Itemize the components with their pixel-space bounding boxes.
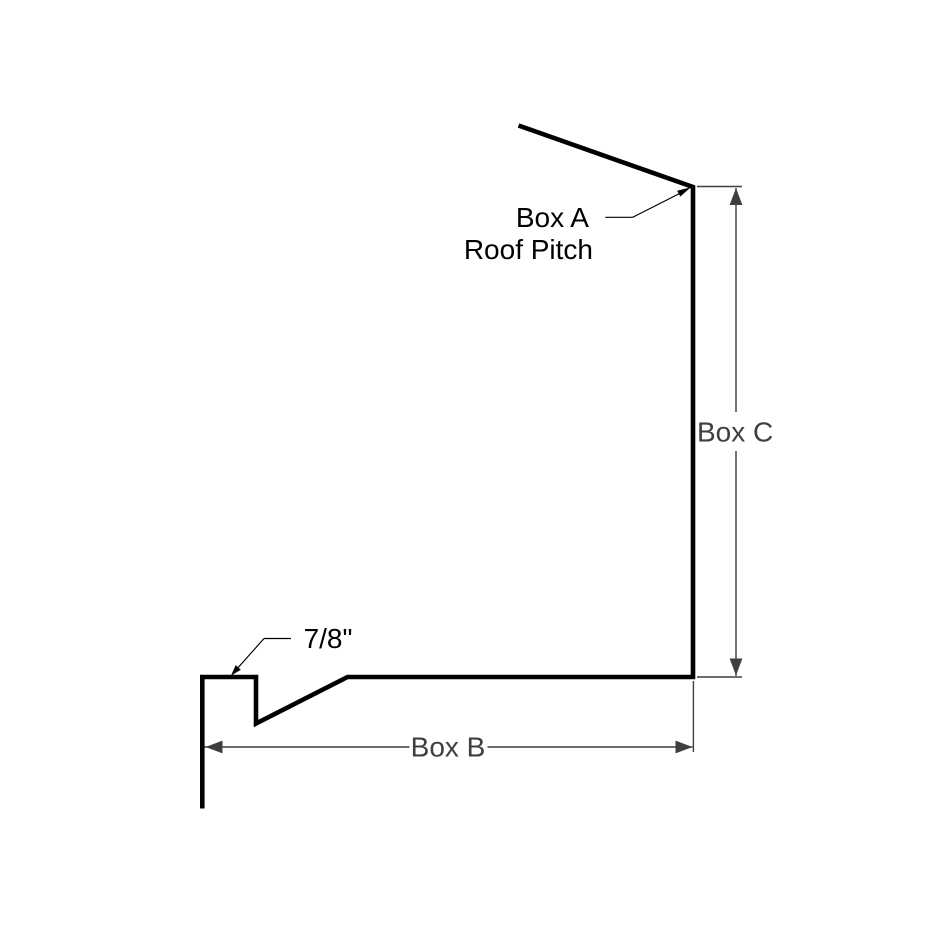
- svg-text:Box C: Box C: [697, 417, 773, 448]
- svg-text:Box A: Box A: [516, 202, 589, 233]
- svg-text:Roof Pitch: Roof Pitch: [464, 234, 593, 265]
- svg-text:Box B: Box B: [411, 732, 486, 763]
- svg-text:7/8": 7/8": [304, 623, 353, 654]
